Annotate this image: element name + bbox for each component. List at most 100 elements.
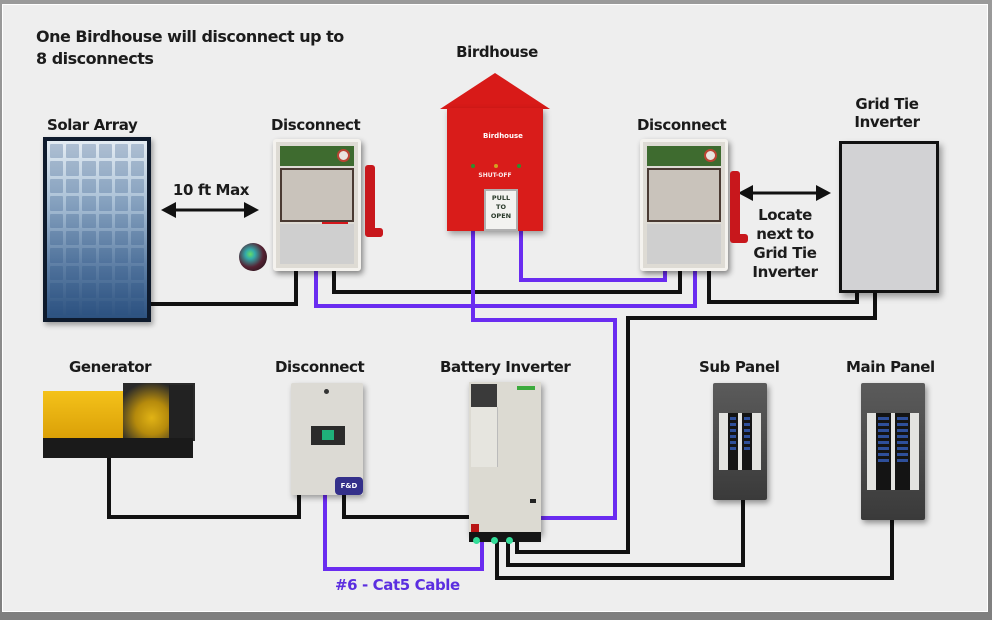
- solar-cell: [66, 283, 80, 298]
- solar-cell: [130, 283, 144, 298]
- solar-cell: [82, 300, 96, 315]
- solar-cell: [130, 161, 144, 176]
- wire-solar-to-disconnect: [149, 268, 298, 306]
- solar-cell: [130, 196, 144, 211]
- solar-cell: [82, 265, 96, 281]
- solar-cell: [114, 144, 128, 159]
- birdhouse-logo: Birdhouse: [483, 132, 523, 140]
- solar-cell: [130, 144, 144, 159]
- locate-line-1: Locate: [758, 206, 812, 224]
- arrow-10ft-max: [161, 202, 259, 218]
- solar-cell: [82, 248, 96, 263]
- solar-cell: [98, 178, 112, 194]
- control-wire-birdhouse-to-disconnect2: [519, 230, 667, 282]
- solar-cell: [98, 144, 112, 159]
- arrow-locate-next-to-gridtie: [738, 185, 831, 201]
- control-wire-birdhouse-to-battery-inverter: [471, 230, 617, 520]
- disconnect-grid: [640, 139, 728, 271]
- solar-cell: [130, 265, 144, 281]
- solar-cell: [66, 265, 80, 281]
- solar-cell: [130, 248, 144, 263]
- wire-battery-to-main-panel: [495, 518, 894, 580]
- battery-inverter: [469, 382, 541, 544]
- solar-cell: [50, 300, 64, 315]
- sensor-icon: [239, 243, 267, 271]
- birdhouse: Birdhouse SHUT-OFF PULL TO OPEN: [440, 73, 550, 231]
- solar-cell: [66, 230, 80, 246]
- control-wire-disconnect1-to-disconnect2: [314, 268, 697, 308]
- solar-cell: [66, 213, 80, 228]
- solar-cell: [82, 196, 96, 211]
- solar-cell: [50, 248, 64, 263]
- solar-cell: [50, 178, 64, 194]
- wire-generator-to-disconnect: [107, 456, 301, 519]
- enclosure-lower: [647, 224, 721, 264]
- disconnect-solar: [273, 139, 361, 271]
- solar-cell: [50, 144, 64, 159]
- solar-cell: [98, 230, 112, 246]
- solar-cell: [98, 248, 112, 263]
- cat5-port: F&D: [335, 477, 363, 495]
- battery-inverter-label: Battery Inverter: [440, 358, 571, 376]
- solar-cell: [82, 283, 96, 298]
- rotary-switch: [311, 426, 345, 445]
- pull-to-open-plate: PULL TO OPEN: [484, 189, 518, 231]
- breaker-block: [647, 168, 721, 222]
- solar-cell: [50, 283, 64, 298]
- solar-cell: [66, 144, 80, 159]
- solar-array: [43, 137, 151, 322]
- solar-cell: [82, 178, 96, 194]
- solar-cell: [82, 161, 96, 176]
- solar-cell: [114, 213, 128, 228]
- solar-cell: [114, 230, 128, 246]
- status-leds: [471, 164, 521, 168]
- solar-cell: [66, 196, 80, 211]
- disconnect-solar-label: Disconnect: [271, 116, 361, 134]
- brand-logo: [517, 386, 535, 390]
- pull-text: PULL: [491, 194, 511, 202]
- solar-cell: [82, 213, 96, 228]
- locate-line-2: next to: [756, 225, 814, 243]
- solar-cell: [50, 265, 64, 281]
- disconnect-generator: F&D: [291, 383, 363, 495]
- locate-annotation: Locate next to Grid Tie Inverter: [747, 206, 823, 282]
- solar-cell: [98, 196, 112, 211]
- disconnect-generator-label: Disconnect: [275, 358, 365, 376]
- headline-line-1: One Birdhouse will disconnect up to: [36, 27, 344, 46]
- solar-cell: [82, 144, 96, 159]
- solar-cell: [50, 213, 64, 228]
- solar-cell: [98, 300, 112, 315]
- inverter-display: [471, 384, 497, 407]
- main-panel: [861, 383, 925, 520]
- open-text: OPEN: [490, 212, 512, 220]
- solar-cell: [98, 283, 112, 298]
- to-text: TO: [496, 203, 506, 211]
- grid-tie-inverter-label: Grid Tie Inverter: [837, 95, 937, 131]
- circuit-board: [280, 146, 354, 166]
- distance-annotation: 10 ft Max: [172, 181, 250, 199]
- grid-tie-inverter: [839, 141, 939, 293]
- solar-cell: [130, 178, 144, 194]
- sub-panel-label: Sub Panel: [699, 358, 780, 376]
- grid-tie-label-line-1: Grid Tie: [855, 95, 919, 113]
- solar-cell: [114, 300, 128, 315]
- solar-cell: [50, 230, 64, 246]
- solar-cell: [66, 161, 80, 176]
- birdhouse-roof: [440, 73, 550, 109]
- headline: One Birdhouse will disconnect up to 8 di…: [36, 26, 396, 70]
- wire-gridtie-to-battery-inverter: [515, 291, 877, 554]
- solar-cell: [50, 161, 64, 176]
- wire-disconnect2-to-gridtie: [707, 268, 859, 304]
- grid-tie-label-line-2: Inverter: [854, 113, 920, 131]
- solar-cell: [98, 213, 112, 228]
- control-wire-cat5: [323, 493, 484, 571]
- solar-cell: [130, 230, 144, 246]
- generator: [43, 383, 195, 458]
- locate-line-3: Grid Tie: [753, 244, 817, 262]
- solar-cell: [50, 196, 64, 211]
- solar-cell: [82, 230, 96, 246]
- wire-disconnect3-to-battery-inverter: [342, 493, 471, 519]
- solar-cell: [114, 265, 128, 281]
- main-panel-label: Main Panel: [846, 358, 935, 376]
